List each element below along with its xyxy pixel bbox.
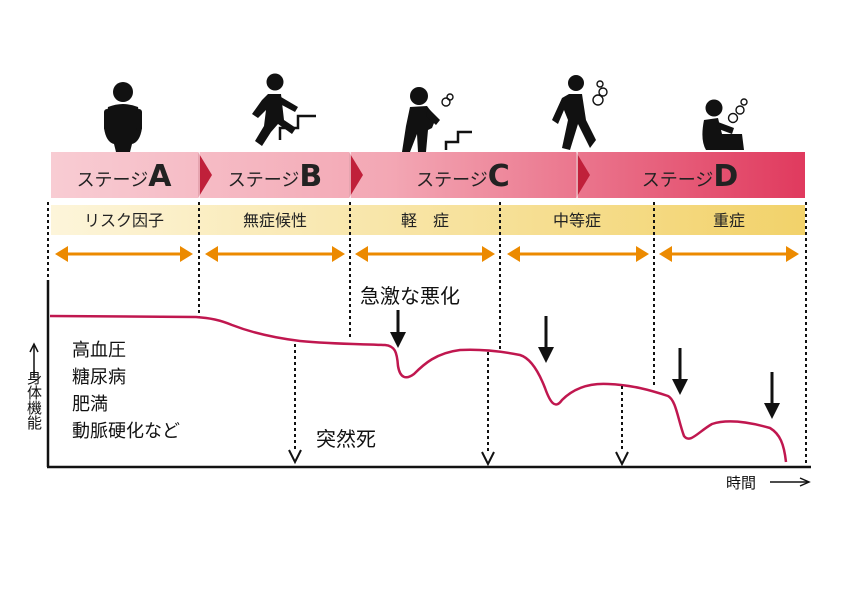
risk-factor-list: 高血圧 糖尿病 肥満 動脈硬化など (72, 340, 180, 442)
y-axis-label: 身体機能 (25, 370, 43, 431)
stage-arrow-cd (576, 152, 590, 198)
svg-text:糖尿病: 糖尿病 (72, 367, 126, 388)
stage-c-label: ステージC (416, 159, 510, 194)
stage-arrow-ab (198, 152, 212, 198)
stage-b-label: ステージB (228, 159, 323, 194)
severity-risk-factor: リスク因子 (84, 211, 164, 230)
climbing-stairs-person-icon (252, 73, 316, 146)
column-separators (47, 202, 807, 465)
tired-person-on-stairs-icon (402, 87, 472, 152)
sudden-death-arrows (288, 344, 629, 467)
stage-arrow-bc (349, 152, 363, 198)
stage-band (51, 152, 805, 198)
stage-span-arrows (55, 246, 799, 262)
worsening-arrows (390, 310, 780, 419)
stage-a-label: ステージA (77, 159, 173, 194)
breathless-sitting-person-icon (702, 98, 748, 150)
severity-moderate: 中等症 (553, 211, 601, 230)
severity-mild: 軽 症 (401, 211, 449, 230)
svg-text:高血圧: 高血圧 (72, 340, 126, 361)
breathless-walking-person-icon (552, 75, 608, 150)
stage-d-label: ステージD (642, 159, 739, 194)
severity-band (51, 205, 805, 235)
sudden-death-label: 突然死 (316, 427, 376, 451)
x-axis-label: 時間 (726, 474, 756, 492)
severity-asymptomatic: 無症候性 (243, 211, 307, 230)
svg-text:動脈硬化など: 動脈硬化など (72, 421, 180, 442)
y-axis-label-group: 身体機能 (25, 342, 43, 431)
standing-overweight-person-icon (104, 82, 142, 152)
svg-text:肥満: 肥満 (72, 394, 108, 415)
x-axis-label-group: 時間 (726, 474, 811, 492)
severity-severe: 重症 (713, 211, 745, 230)
rapid-worsening-label: 急激な悪化 (360, 284, 460, 308)
physical-function-curve (49, 314, 788, 463)
